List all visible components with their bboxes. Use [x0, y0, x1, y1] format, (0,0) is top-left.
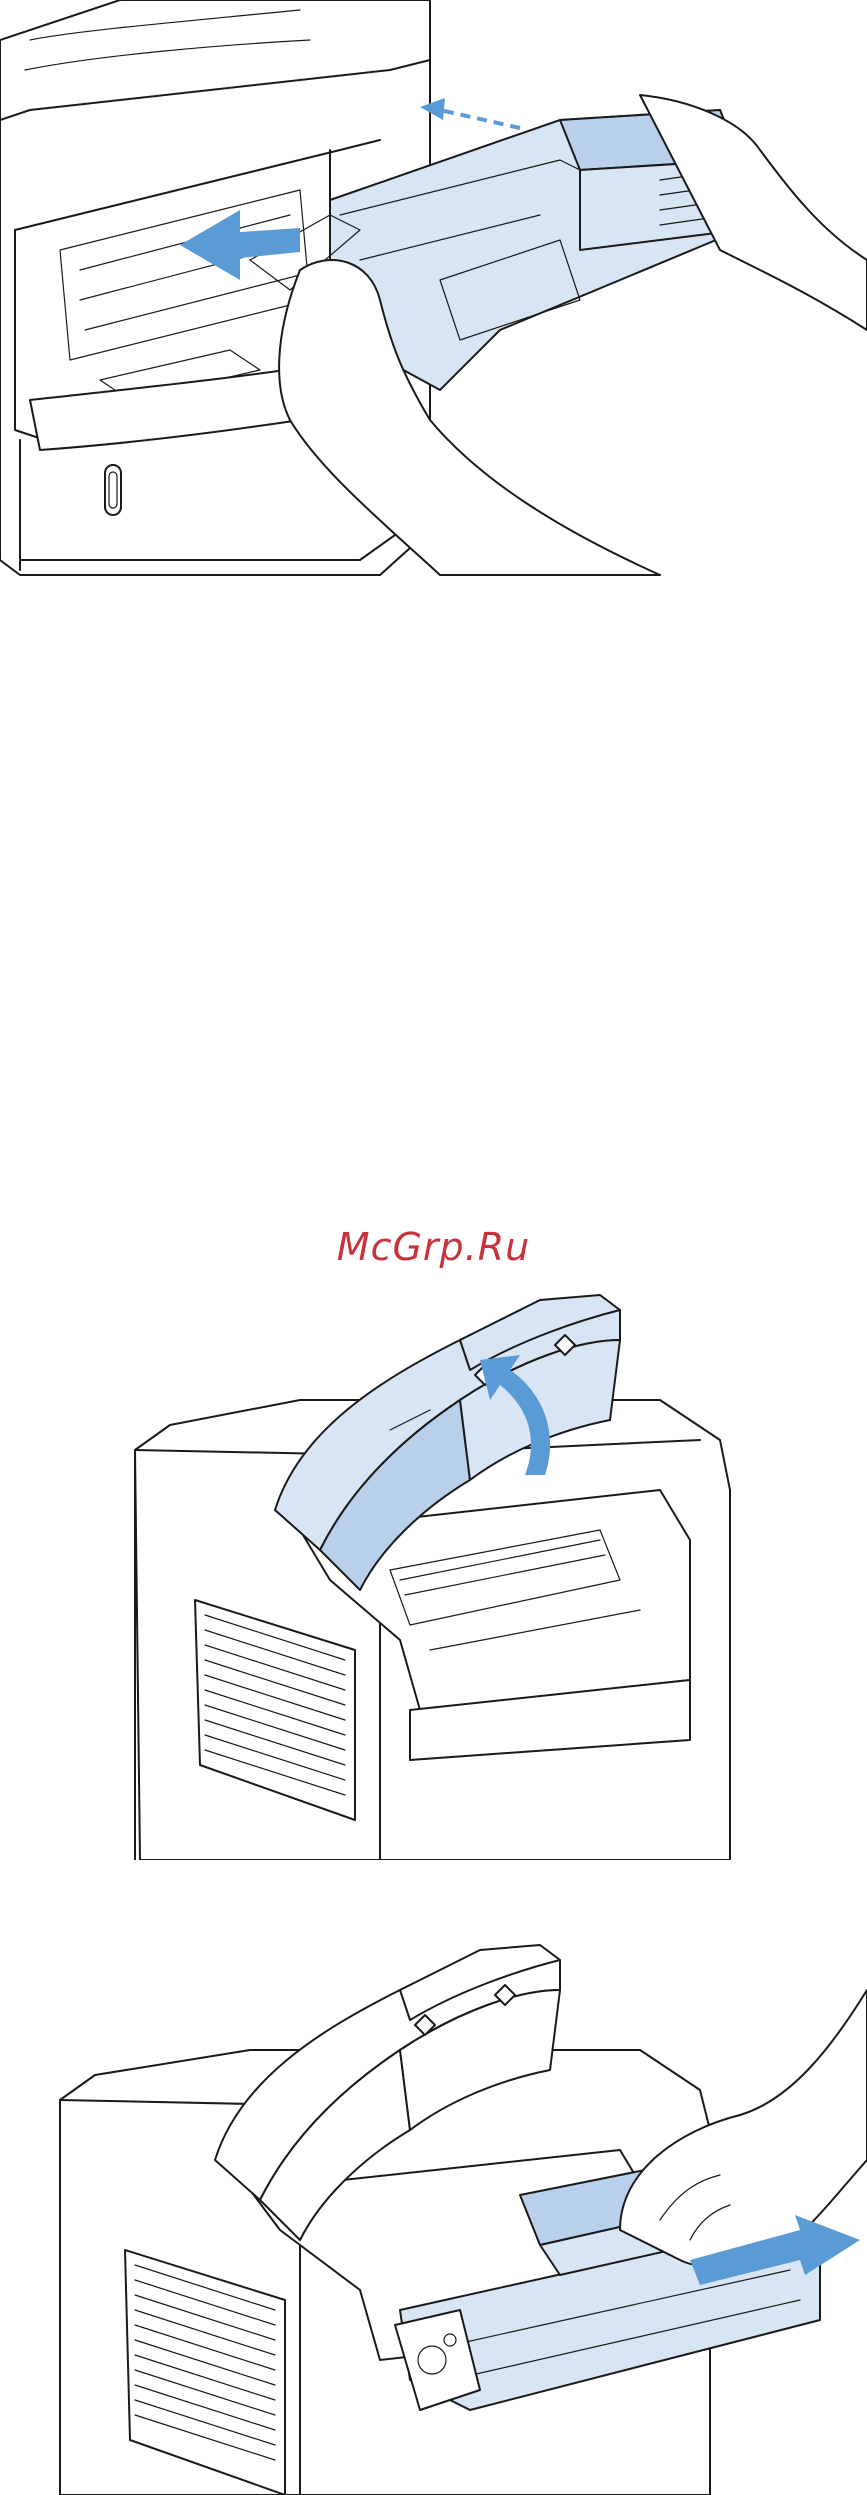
printer-top-cover-open-illustration — [0, 1280, 867, 1860]
printer-cartridge-remove-illustration — [0, 1930, 867, 2495]
cartridge-remove-illustration — [0, 1930, 867, 2495]
watermark-text: McGrp.Ru — [0, 1225, 867, 1269]
duplex-insert-illustration — [0, 0, 867, 590]
top-cover-open-illustration — [0, 1280, 867, 1860]
printer-side-duplex-illustration — [0, 0, 867, 590]
dashed-guide-arrow — [440, 110, 520, 128]
